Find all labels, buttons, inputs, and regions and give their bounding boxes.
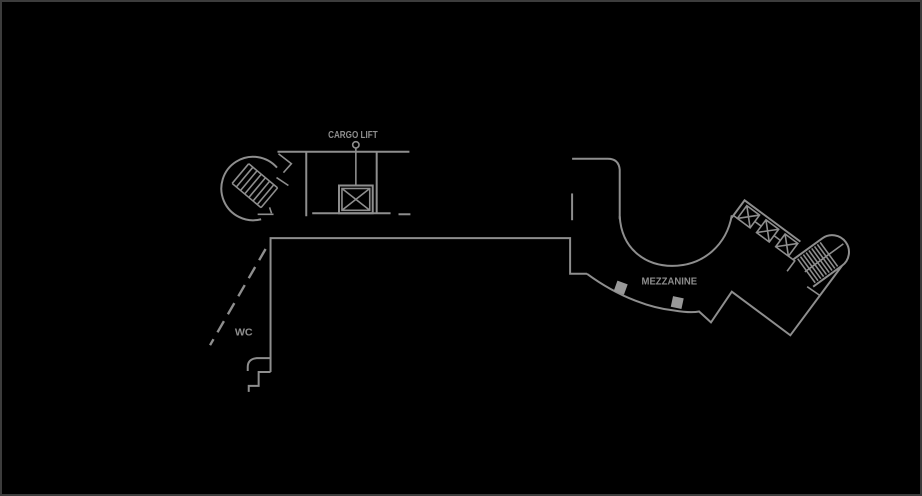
spiral-stair-outer-arc [220, 155, 278, 222]
perimeter-wall [269, 237, 587, 372]
elevator-bank [730, 198, 801, 272]
winder-staircase [792, 234, 850, 297]
cargo-lift-callout: CARGO LIFT [328, 130, 378, 186]
spiral-stair-wall-stub-right [276, 176, 289, 187]
mezzanine-balcony: MEZZANINE [571, 157, 843, 337]
lift-shaft-cross [341, 187, 371, 211]
mezzanine-label: MEZZANINE [642, 277, 698, 288]
cargo-lift-label: CARGO LIFT [328, 130, 378, 141]
wc-partition-dashed [209, 248, 267, 346]
spiral-stair-wall-stub-top [278, 153, 293, 174]
lift-shaft-outer [338, 184, 374, 215]
column-marker [613, 280, 628, 295]
wc-label: WC [235, 327, 253, 338]
elevator-bank-end-wall [730, 198, 801, 243]
winder-stair-break-line [806, 286, 821, 297]
elevator-bank-step-wall [786, 255, 796, 272]
spiral-stair-treads [231, 163, 279, 209]
elevator-cab [736, 204, 761, 229]
winder-stair-rail [804, 243, 844, 273]
balcony-inner-curve [618, 215, 733, 267]
elevator-cab [755, 218, 780, 244]
balcony-outer-curve [586, 265, 843, 337]
elevator-bank-connectors [732, 214, 781, 241]
cargo-lift-room: CARGO LIFT [277, 130, 411, 217]
cargo-lift-shaft [338, 184, 374, 215]
winder-stair-capsule [792, 234, 850, 288]
mezzanine-top-wall [572, 157, 621, 220]
door-corner [246, 357, 271, 371]
spiral-stair-base-wall [257, 207, 274, 216]
column-marker [670, 296, 684, 310]
wc-area: WC [209, 237, 587, 392]
leader-dot [351, 140, 360, 149]
entry-steps [247, 371, 271, 392]
spiral-staircase [220, 153, 293, 222]
